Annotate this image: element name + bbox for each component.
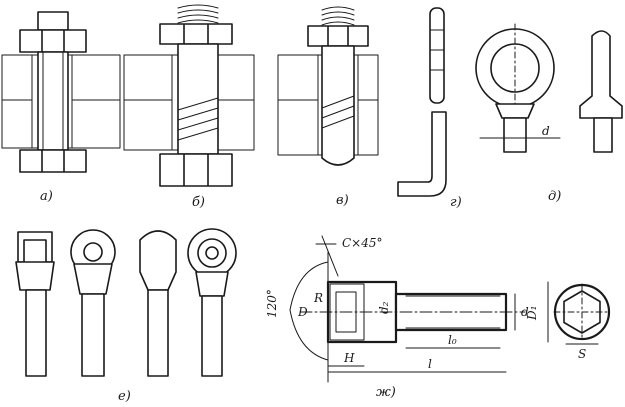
eye-end-neck <box>73 263 113 295</box>
panel-a-through-bolt <box>1 11 121 173</box>
dim-d: d <box>521 305 529 319</box>
label-panel-d: д) <box>548 189 561 204</box>
thread-top-b <box>177 4 219 24</box>
fork-shank <box>25 289 47 377</box>
ring-end-hole <box>205 246 219 260</box>
label-panel-b: б) <box>192 195 205 210</box>
stud-body-v <box>321 45 355 166</box>
dim-H: H <box>343 351 355 365</box>
angle-arc <box>289 261 329 361</box>
thread-lines-v <box>321 95 355 129</box>
panel-g-bent-bolt <box>397 7 447 197</box>
knuckle-shank <box>147 289 169 377</box>
dim-l: l <box>428 357 432 371</box>
label-panel-e: е) <box>118 389 131 404</box>
panel-b-screw <box>123 4 255 187</box>
dim-d2: d₂ <box>377 301 391 314</box>
nut-v <box>307 25 369 47</box>
eye-end-shank <box>81 293 105 377</box>
dim-chamfer: C×45° <box>342 236 383 250</box>
bolt-end-a <box>37 11 69 31</box>
panel-zh-socket-bolt <box>289 235 611 383</box>
panel-d-eyebolt: d <box>475 23 623 153</box>
dim-R: R <box>313 291 323 305</box>
hook-rod-g <box>397 111 447 197</box>
bolt-head-a <box>19 149 87 173</box>
label-panel-zh: ж) <box>376 385 396 400</box>
rod-thread-g <box>429 29 445 71</box>
panel-v-stud <box>277 6 379 166</box>
dim-angle: 120° <box>265 289 279 318</box>
knuckle-end <box>139 230 177 291</box>
stud-shank-b <box>177 43 219 155</box>
panel-e-rod-ends <box>15 228 237 377</box>
thread-lines-b <box>177 97 219 141</box>
dim-l0: l₀ <box>448 333 457 347</box>
nut-a <box>19 29 87 53</box>
thread-top-v <box>321 6 355 26</box>
fork-neck <box>15 261 55 291</box>
eye-collar <box>495 103 535 119</box>
eye-side-shank <box>593 117 613 153</box>
eye-shank <box>503 117 527 153</box>
label-panel-v: в) <box>336 193 349 208</box>
chamfer-leader-slant <box>321 235 339 277</box>
dim-d-eye: d <box>542 124 550 138</box>
bolt-head-b <box>159 153 233 187</box>
ring-end-neck <box>195 271 229 297</box>
dim-D1: D₁ <box>525 306 539 321</box>
nut-b <box>159 23 233 45</box>
ring-end-shank <box>201 295 223 377</box>
straight-rod-g <box>429 7 445 104</box>
fork-end <box>17 231 53 263</box>
dim-D: D <box>297 305 308 319</box>
dim-S: S <box>578 347 586 361</box>
label-panel-a: а) <box>40 189 53 204</box>
eye-side-view <box>579 30 623 119</box>
eye-end-hole <box>83 242 103 262</box>
label-panel-g: г) <box>450 195 462 210</box>
